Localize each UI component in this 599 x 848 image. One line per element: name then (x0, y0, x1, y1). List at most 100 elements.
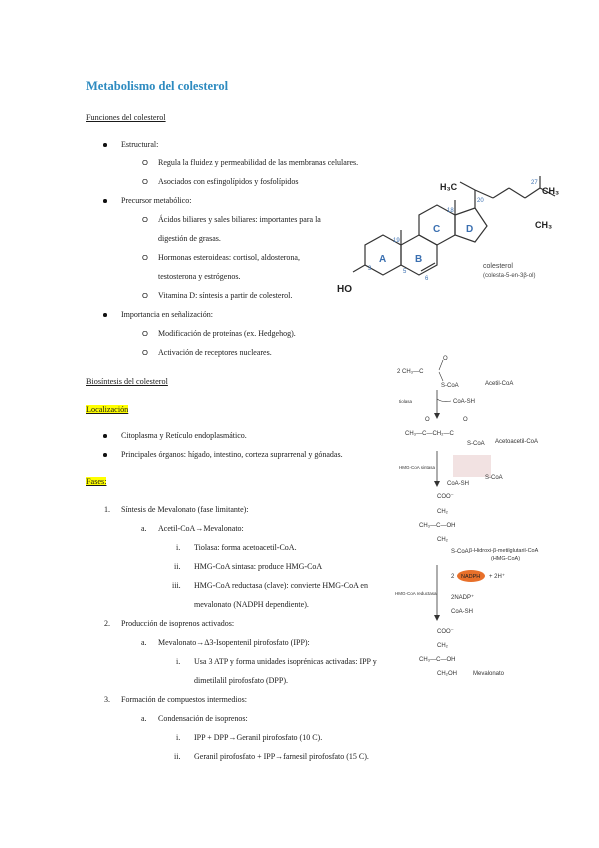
carbon-6-label: 6 (425, 276, 429, 282)
bullet (103, 434, 107, 438)
ch3-label-bottom: CH₃ (535, 220, 552, 230)
section-heading-fases: Fases: (86, 477, 107, 486)
ch3-label-top: CH₃ (542, 186, 559, 196)
sub-item-cont: testosterona y estrógenos. (158, 272, 241, 281)
hmg-reductasa-label: HMG-CoA reductasa (395, 591, 437, 596)
phase-1: Síntesis de Mevalonato (fase limitante): (121, 505, 249, 514)
sub-item-cont: digestión de grasas. (158, 234, 221, 243)
sub-item: Asociados con esfingolípidos y fosfolípi… (158, 177, 299, 186)
coash-3: CoA-SH (451, 609, 473, 615)
acetoacetil-label: Acetoacetil-CoA (495, 439, 538, 445)
bullet (103, 143, 107, 147)
scoa-3: S-CoA (485, 475, 503, 481)
sub-item: Regula la fluidez y permeabilidad de las… (158, 158, 359, 167)
bullet-o: O (142, 348, 148, 357)
ring-d-label: D (466, 224, 473, 235)
plus-h-label: + 2H⁺ (489, 573, 505, 580)
item-localizacion: Citoplasma y Retículo endoplasmático. (121, 431, 247, 440)
carbon-18-label: 18 (447, 208, 454, 214)
bullet (103, 313, 107, 317)
list-roman: iii. (172, 581, 181, 590)
bullet-o: O (142, 329, 148, 338)
h3c-label: H₃C (440, 182, 458, 192)
acetil-coa-input-box (453, 455, 491, 477)
carbonyl-o: O (463, 417, 468, 423)
sub-item: Modificación de proteínas (ex. Hedgehog)… (158, 329, 296, 338)
section-heading-localizacion: Localización (86, 405, 129, 414)
scoa-2: S-CoA (467, 441, 485, 447)
ch2-3: CH₂ (437, 643, 449, 649)
carbon-27-label: 27 (531, 180, 538, 186)
ring-c-label: C (433, 224, 440, 235)
phase-3a-item: Geranil pirofosfato + IPP→farnesil pirof… (194, 752, 369, 761)
phase-3: Formación de compuestos intermedios: (121, 695, 247, 704)
choh-1: CH₃—C—OH (419, 523, 455, 529)
mevalonate-pathway-figure: 2 CH₃—C O S-CoA Acetil-CoA tiolasa CoA-S… (395, 356, 539, 677)
nadph-label: NADPH (461, 574, 480, 580)
phase-2a-item-cont: dimetilalil pirofosfato (DPP). (194, 676, 288, 685)
sub-item: Vitamina D: síntesis a partir de coleste… (158, 291, 293, 300)
phase-3a-item: IPP + DPP→Geranil pirofosfato (10 C). (194, 733, 323, 742)
nadph-highlight (457, 570, 485, 582)
choh-2: CH₃—C—OH (419, 657, 455, 663)
list-roman: i. (176, 543, 181, 552)
phase-3a: Condensación de isoprenos: (158, 714, 248, 723)
coo-2: COO⁻ (437, 629, 454, 635)
list-letter: a. (141, 638, 147, 647)
ring-a-label: A (379, 254, 386, 265)
acetoacetil-formula: CH₃—C—CH₂—C (405, 431, 454, 437)
carbon-19-label: 19 (393, 238, 400, 244)
item-senal: Importancia en señalización: (121, 310, 213, 319)
bullet (103, 199, 107, 203)
list-number: 3. (104, 695, 110, 704)
phase-1a-item: Tiolasa: forma acetoacetil-CoA. (194, 543, 297, 552)
phase-1a: Acetil-CoA→Mevalonato: (158, 524, 244, 533)
scoa-4: S-CoA (451, 549, 469, 555)
hmg-sintasa-label: HMG-CoA sintasa (399, 465, 436, 470)
list-letter: a. (141, 524, 147, 533)
bullet-o: O (142, 291, 148, 300)
caption-name: colesterol (483, 263, 513, 270)
phase-2a: Mevalonato→Δ3-Isopentenil pirofosfato (I… (158, 638, 310, 647)
nadp-label: 2NADP⁺ (451, 594, 474, 601)
ring-b-label: B (415, 254, 422, 265)
coash-2: CoA-SH (447, 481, 469, 487)
section-heading-biosintesis: Biosíntesis del colesterol (86, 377, 168, 386)
sub-item: Activación de receptores nucleares. (158, 348, 272, 357)
ch2-2: CH₂ (437, 537, 449, 543)
page-title: Metabolismo del colesterol (86, 79, 229, 93)
phase-2a-item: Usa 3 ATP y forma unidades isoprénicas a… (194, 657, 377, 666)
ch2-1: CH₂ (437, 509, 449, 515)
ch2oh: CH₂OH (437, 671, 457, 677)
bullet-o: O (142, 177, 148, 186)
cholesterol-structure-figure: H₃C CH₃ CH₃ HO A B C D 18 19 20 27 3 5 6… (337, 176, 559, 295)
carbonyl-o: O (443, 356, 448, 362)
hmg-abbr: (HMG-CoA) (491, 556, 520, 562)
list-roman: i. (176, 733, 181, 742)
bullet (103, 453, 107, 457)
nadph-count: 2 (451, 574, 455, 580)
bullet-o: O (142, 215, 148, 224)
coash-1: CoA-SH (453, 399, 475, 405)
bullet-o: O (142, 253, 148, 262)
sub-item: Ácidos biliares y sales biliares: import… (158, 215, 321, 224)
tiolasa-label: tiolasa (399, 399, 413, 404)
carbon-20-label: 20 (477, 198, 484, 204)
sub-item: Hormonas esteroideas: cortisol, aldoster… (158, 253, 300, 262)
item-localizacion: Principales órganos: hígado, intestino, … (121, 450, 343, 459)
phase-1a-item: HMG-CoA sintasa: produce HMG-CoA (194, 562, 323, 571)
carbonyl-o: O (425, 417, 430, 423)
coo-1: COO⁻ (437, 494, 454, 500)
bullet-o: O (142, 158, 148, 167)
acetil-formula: 2 CH₃—C (397, 369, 424, 375)
acetil-label: Acetil-CoA (485, 381, 513, 387)
list-letter: a. (141, 714, 147, 723)
phase-1a-item-cont: mevalonato (NADPH dependiente). (194, 600, 309, 609)
list-roman: ii. (174, 562, 181, 571)
list-number: 1. (104, 505, 110, 514)
carbon-5-label: 5 (403, 269, 407, 275)
item-estructural: Estructural: (121, 140, 159, 149)
phase-2: Producción de isoprenos activados: (121, 619, 235, 628)
caption-iupac: (colesta-5-en-3β-ol) (483, 273, 535, 279)
